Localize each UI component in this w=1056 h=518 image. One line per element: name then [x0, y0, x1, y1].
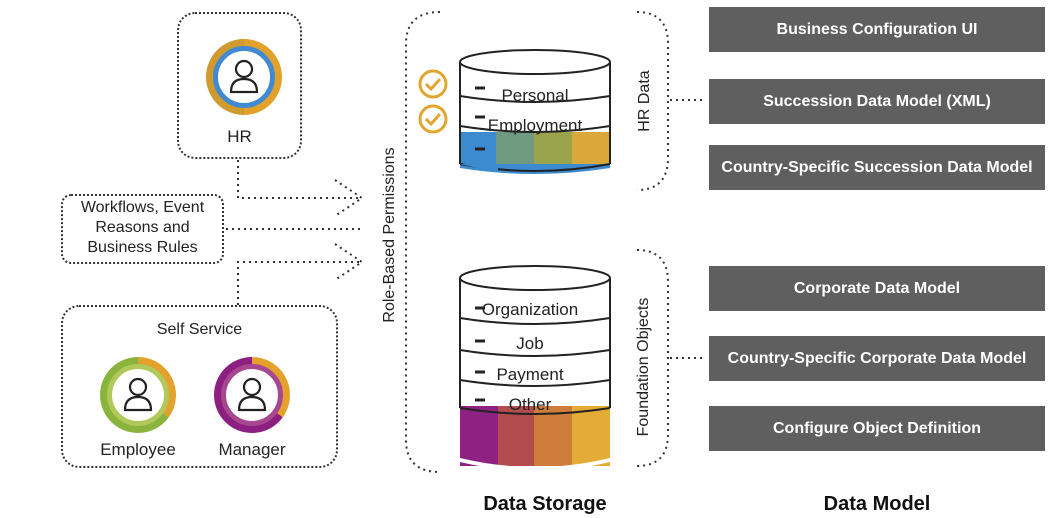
hr-arrow-icon	[334, 179, 364, 217]
person-icon	[237, 377, 267, 412]
succession-data-model-button[interactable]: Succession Data Model (XML)	[709, 79, 1045, 124]
person-icon	[229, 59, 259, 94]
workflows-line-1: Workflows, Event	[80, 199, 205, 216]
check-icon	[418, 69, 448, 99]
employee-label: Employee	[100, 440, 176, 459]
self-service-box	[61, 305, 338, 468]
workflows-line-3: Business Rules	[87, 239, 198, 256]
configure-object-definition-button[interactable]: Configure Object Definition	[709, 406, 1045, 451]
corporate-data-model-button[interactable]: Corporate Data Model	[709, 266, 1045, 311]
hr-role-label: HR	[227, 127, 252, 146]
role-based-permissions-label: Role-Based Permissions	[381, 147, 398, 323]
country-specific-corporate-data-model-button[interactable]: Country-Specific Corporate Data Model	[709, 336, 1045, 381]
workflows-box	[61, 194, 224, 264]
foundation-row-other: Other	[508, 395, 552, 414]
country-specific-succession-data-model-button[interactable]: Country-Specific Succession Data Model	[709, 145, 1045, 190]
data-storage-footer: Data Storage	[483, 493, 607, 515]
employee-avatar	[100, 357, 176, 433]
hr-role-box	[177, 12, 302, 159]
self-service-label: Self Service	[156, 321, 243, 338]
foundation-database-icon	[455, 265, 615, 490]
storage-brace-left	[405, 11, 441, 473]
data-model-footer: Data Model	[823, 493, 931, 515]
foundation-row-job: Job	[516, 334, 544, 353]
hr-brace	[636, 11, 669, 191]
hr-row-employment: Employment	[487, 116, 583, 135]
workflows-line-2: Reasons and	[95, 219, 190, 236]
check-icon	[418, 104, 448, 134]
manager-avatar	[214, 357, 290, 433]
self-service-arrow-icon	[334, 243, 364, 281]
hr-avatar	[206, 39, 282, 115]
hr-data-database-icon	[459, 49, 611, 174]
foundation-objects-label: Foundation Objects	[635, 297, 652, 437]
manager-label: Manager	[218, 440, 286, 459]
hr-connector	[237, 160, 360, 199]
hr-row-personal: Personal	[501, 86, 569, 105]
person-icon	[123, 377, 153, 412]
foundation-row-payment: Payment	[496, 365, 564, 384]
foundation-row-organization: Organization	[481, 300, 579, 319]
self-service-connector	[237, 261, 360, 305]
hr-data-label: HR Data	[636, 70, 653, 132]
business-configuration-ui-button[interactable]: Business Configuration UI	[709, 7, 1045, 52]
foundation-brace	[636, 249, 669, 467]
